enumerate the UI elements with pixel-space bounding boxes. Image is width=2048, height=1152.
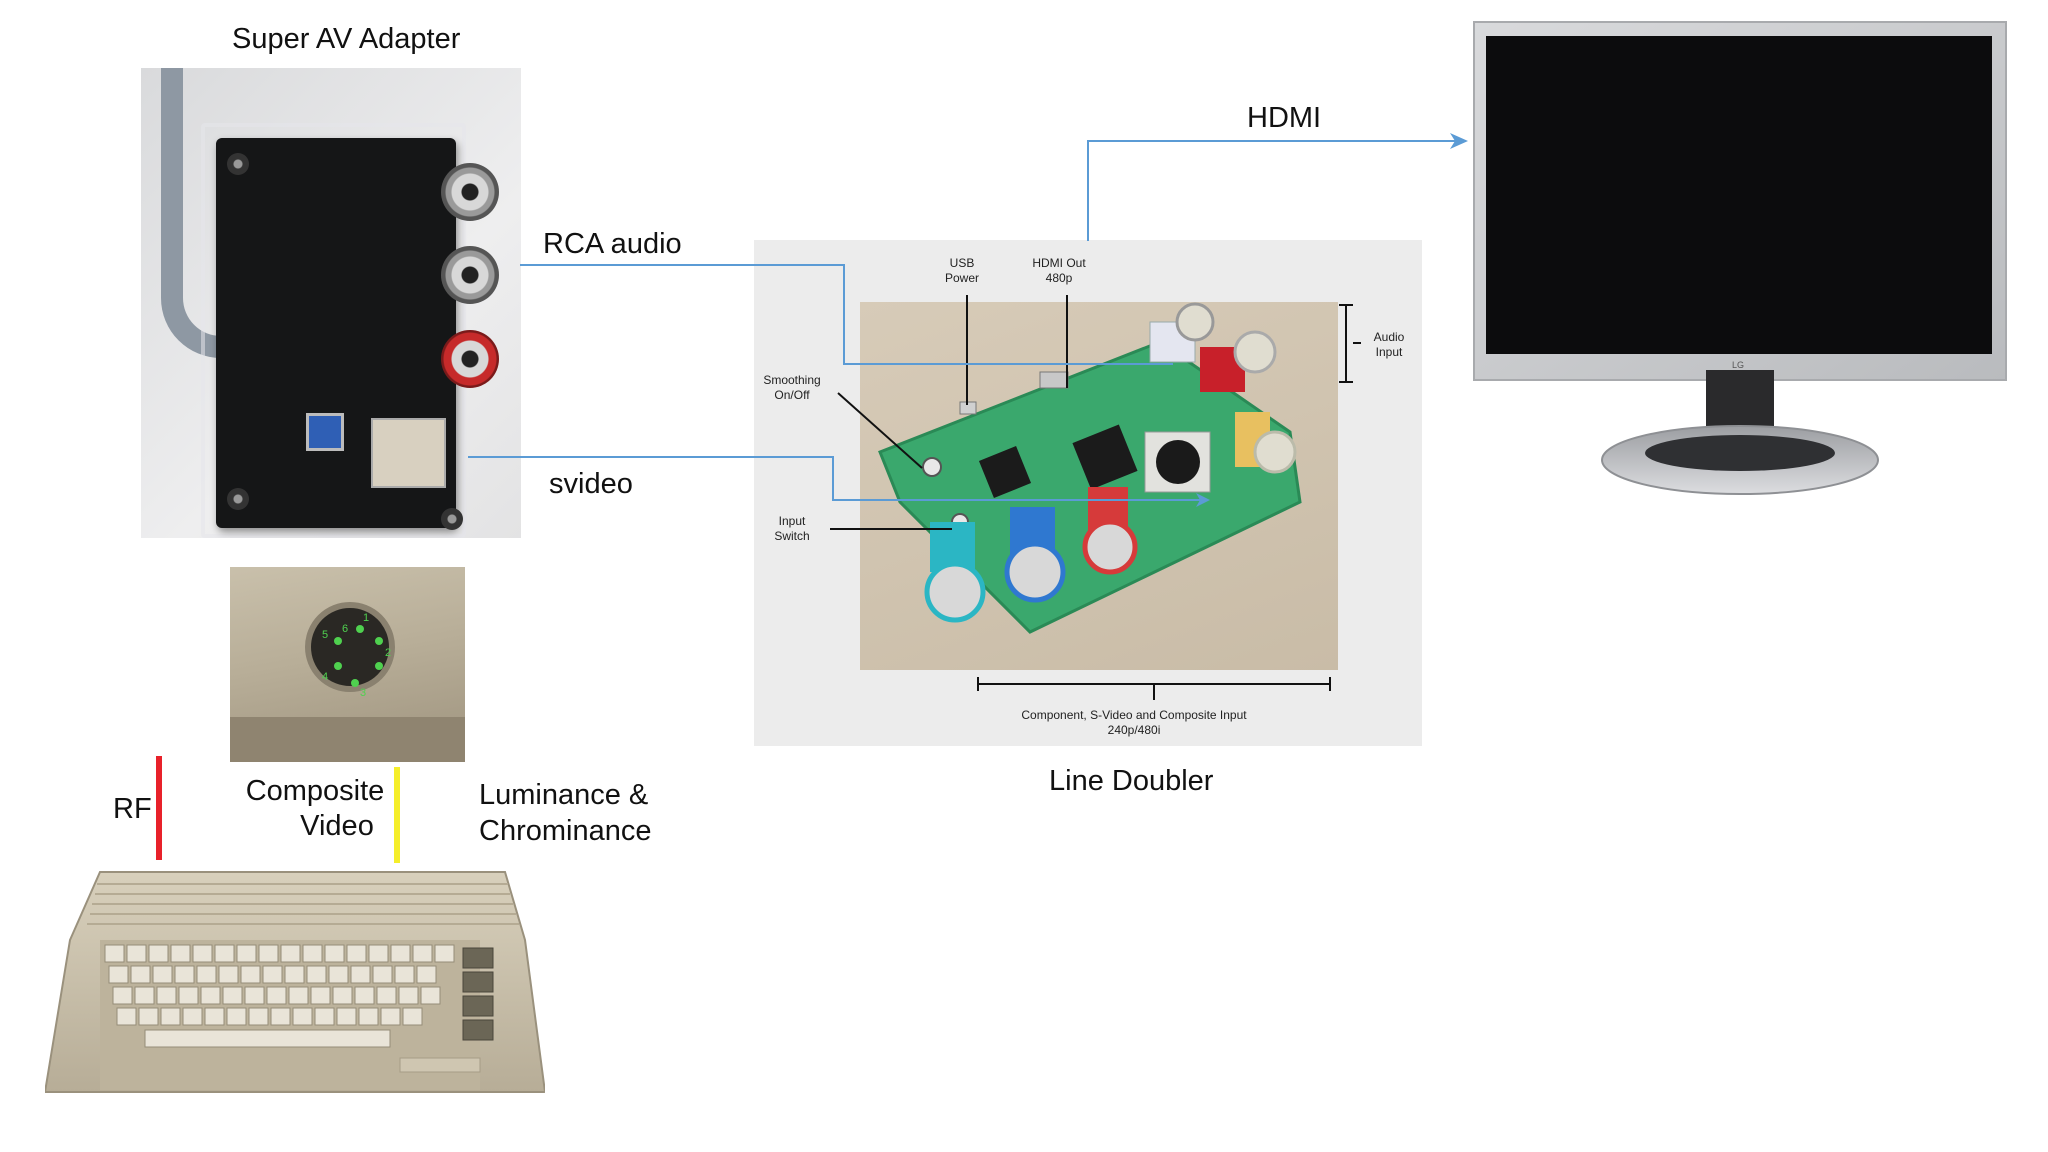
din-pin (351, 679, 359, 687)
adapter-screw (227, 153, 249, 175)
callout-smoothing-line2: On/Off (774, 388, 810, 402)
line-doubler-title: Line Doubler (1049, 765, 1214, 797)
line-doubler-callout-lines (830, 295, 1361, 700)
din-pin-number: 3 (360, 687, 367, 699)
callout-hdmi-out-line2: 480p (1045, 271, 1073, 285)
adapter-svideo-jack (371, 418, 446, 488)
din-pin (334, 637, 342, 645)
din-pin (375, 662, 383, 670)
din-pin (375, 637, 383, 645)
lcd-monitor: LG (1473, 21, 2007, 495)
c64-keyboard-keys (104, 944, 455, 1048)
callout-audio-input-line2: Input (1375, 345, 1403, 359)
hdmi-connection (1087, 140, 1089, 241)
din-pin-number: 2 (385, 647, 392, 659)
rca-audio-label: RCA audio (543, 228, 682, 260)
rca-audio-connection (843, 264, 845, 364)
svideo-label: svideo (549, 468, 633, 500)
din-socket (305, 602, 395, 692)
line-doubler-board-drawing (878, 302, 1302, 634)
composite-wire (394, 767, 400, 863)
callout-audio-input-line1: Audio (1373, 330, 1405, 344)
adapter-screw (441, 508, 463, 530)
c64-case-edge (230, 717, 465, 762)
callout-input-switch-line1: Input (778, 514, 806, 528)
din-pin-number: 5 (322, 629, 329, 641)
callout-smoothing-line1: Smoothing (763, 373, 821, 387)
adapter-rca-jack (441, 330, 499, 388)
callout-usb-power-line2: Power (944, 271, 979, 285)
c64-av-port-photo: 1 2 3 4 5 6 (230, 567, 465, 762)
composite-video-label-line1: Composite (245, 775, 385, 807)
svideo-connection (468, 456, 833, 458)
adapter-potentiometer (306, 413, 344, 451)
din-pin-number: 6 (342, 623, 349, 635)
hdmi-label: HDMI (1247, 102, 1322, 134)
rf-label: RF (113, 793, 152, 825)
rca-audio-connection (843, 363, 1173, 365)
callout-component-input-line2: 240p/480i (1107, 723, 1161, 737)
svideo-arrow-icon (1196, 493, 1210, 507)
callout-usb-power-line1: USB (949, 256, 975, 270)
din-pin-number: 4 (322, 671, 329, 683)
super-av-adapter-photo (141, 68, 521, 538)
hdmi-connection (1087, 140, 1457, 142)
luma-chroma-label-line1: Luminance & (479, 779, 649, 811)
svideo-connection (832, 499, 1202, 501)
callout-hdmi-out-line1: HDMI Out (1032, 256, 1086, 270)
rf-wire (156, 756, 162, 860)
callout-component-input-line1: Component, S-Video and Composite Input (1021, 708, 1247, 722)
callout-input-switch-line2: Switch (774, 529, 810, 543)
monitor-brand-logo: LG (1732, 360, 1744, 370)
rca-audio-connection (520, 264, 844, 266)
commodore-64-computer (45, 871, 545, 1093)
adapter-screw (227, 488, 249, 510)
super-av-adapter-title: Super AV Adapter (232, 23, 461, 55)
din-pin (334, 662, 342, 670)
din-pin-number: 1 (363, 612, 370, 624)
c64-function-keys (462, 947, 494, 1041)
composite-video-label-line2: Video (300, 810, 374, 842)
hdmi-arrow-icon (1450, 133, 1468, 149)
line-doubler-panel: USB Power HDMI Out 480p Smoothing On/Off… (754, 240, 1422, 746)
adapter-rca-jack (441, 163, 499, 221)
adapter-rca-jack (441, 246, 499, 304)
din-pin (356, 625, 364, 633)
svideo-connection (832, 456, 834, 501)
luma-chroma-label-line2: Chrominance (479, 815, 652, 847)
